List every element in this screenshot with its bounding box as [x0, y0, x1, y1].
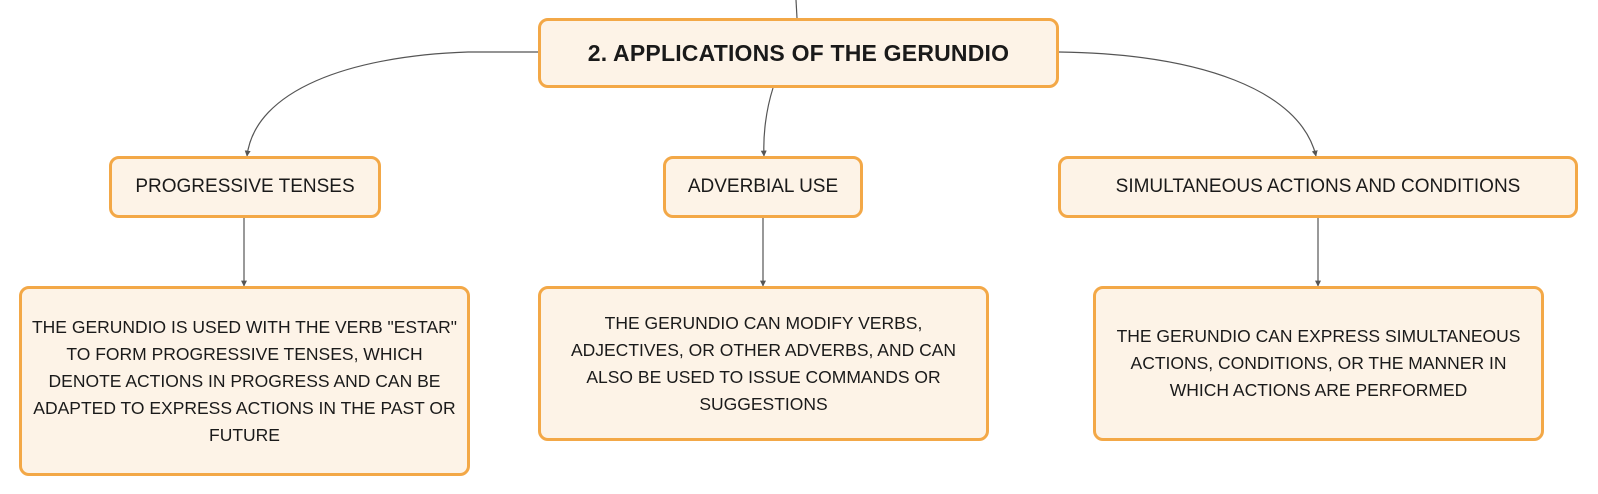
branch-node-progressive-tenses[interactable]: PROGRESSIVE TENSES: [109, 156, 381, 218]
incoming-connector: [795, 0, 798, 19]
connector-root-to-adverbial-use: [760, 87, 774, 157]
detail-node-adverbial-use[interactable]: THE GERUNDIO CAN MODIFY VERBS, ADJECTIVE…: [538, 286, 989, 441]
connector-root-to-progressive-tenses: [244, 51, 538, 157]
branch-node-adverbial-use[interactable]: ADVERBIAL USE: [663, 156, 863, 218]
branch-node-simultaneous-actions[interactable]: SIMULTANEOUS ACTIONS AND CONDITIONS: [1058, 156, 1578, 218]
connector-root-to-simultaneous-actions: [1058, 51, 1318, 157]
detail-node-text: THE GERUNDIO CAN EXPRESS SIMULTANEOUS AC…: [1116, 326, 1521, 400]
detail-node-progressive-tenses[interactable]: THE GERUNDIO IS USED WITH THE VERB "ESTA…: [19, 286, 470, 476]
root-node[interactable]: 2. APPLICATIONS OF THE GERUNDIO: [538, 18, 1059, 88]
branch-node-label: SIMULTANEOUS ACTIONS AND CONDITIONS: [1115, 176, 1521, 197]
detail-node-text: THE GERUNDIO CAN MODIFY VERBS, ADJECTIVE…: [570, 312, 957, 414]
branch-node-label: PROGRESSIVE TENSES: [135, 176, 355, 197]
root-node-label: 2. APPLICATIONS OF THE GERUNDIO: [587, 39, 1010, 66]
detail-node-text: THE GERUNDIO IS USED WITH THE VERB "ESTA…: [31, 316, 458, 445]
branch-node-label: ADVERBIAL USE: [687, 176, 839, 197]
detail-node-simultaneous-actions[interactable]: THE GERUNDIO CAN EXPRESS SIMULTANEOUS AC…: [1093, 286, 1544, 441]
